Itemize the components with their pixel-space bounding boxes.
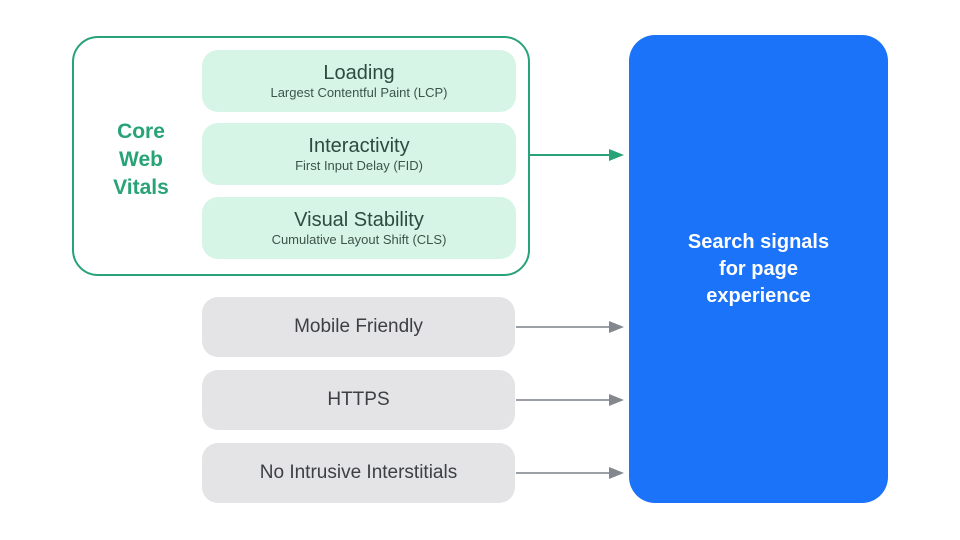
core-web-vitals-group: Core Web Vitals Loading Largest Contentf… (72, 36, 530, 276)
search-signals-label: Search signals for page experience (687, 230, 830, 307)
vital-box-loading: Loading Largest Contentful Paint (LCP) (202, 50, 516, 112)
signal-box-https: HTTPS (202, 370, 515, 430)
signal-label-https: HTTPS (327, 389, 390, 410)
vital-subtitle-lcp: Largest Contentful Paint (LCP) (270, 85, 448, 100)
mobile-friendly-arrow (516, 320, 624, 334)
vital-title-visual-stability: Visual Stability (294, 209, 424, 231)
vital-title-interactivity: Interactivity (308, 135, 410, 157)
signal-box-mobile-friendly: Mobile Friendly (202, 297, 515, 357)
arrow-head-icon (609, 321, 624, 333)
arrow-head-icon (609, 467, 624, 479)
arrow-line (516, 472, 609, 474)
no-intrusive-interstitials-arrow (516, 466, 624, 480)
vital-box-interactivity: Interactivity First Input Delay (FID) (202, 123, 516, 185)
core-web-vitals-arrow (530, 148, 624, 162)
arrow-head-icon (609, 394, 624, 406)
core-web-vitals-label: Core Web Vitals (113, 120, 169, 199)
search-signals-box: Search signals for page experience (629, 35, 888, 503)
arrow-head-icon (609, 149, 624, 161)
https-arrow (516, 393, 624, 407)
signal-label-mobile-friendly: Mobile Friendly (294, 316, 423, 337)
vital-subtitle-cls: Cumulative Layout Shift (CLS) (271, 232, 447, 247)
vital-box-visual-stability: Visual Stability Cumulative Layout Shift… (202, 197, 516, 259)
vital-subtitle-fid: First Input Delay (FID) (295, 158, 423, 173)
arrow-line (530, 154, 609, 156)
arrow-line (516, 326, 609, 328)
signal-box-no-intrusive-interstitials: No Intrusive Interstitials (202, 443, 515, 503)
signal-label-no-intrusive-interstitials: No Intrusive Interstitials (259, 462, 458, 483)
vital-title-loading: Loading (323, 62, 395, 84)
arrow-line (516, 399, 609, 401)
